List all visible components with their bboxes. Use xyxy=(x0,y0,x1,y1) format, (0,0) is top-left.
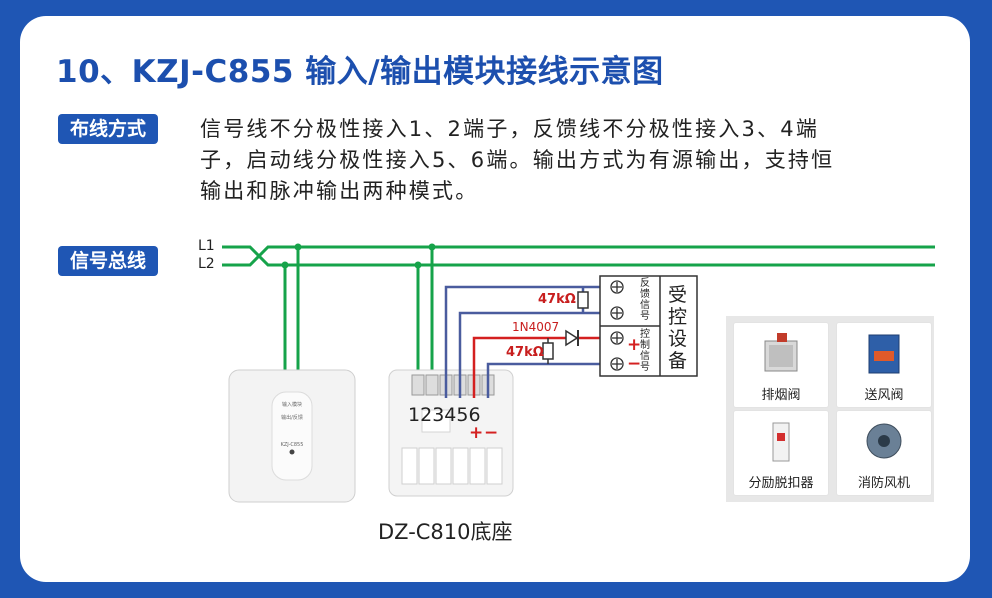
feedback-wire-4 xyxy=(458,311,615,398)
controlled-device-label: 受控设备 xyxy=(668,284,688,372)
smoke-valve-icon xyxy=(764,333,798,372)
io-module-device xyxy=(228,369,356,503)
wiring-description: 信号线不分极性接入1、2端子，反馈线不分极性接入3、4端 子，启动线分极性接入5… xyxy=(200,114,948,207)
air-supply-valve-icon xyxy=(868,334,900,374)
bus-line-l1 xyxy=(222,245,935,267)
base-minus-sign: − xyxy=(484,423,499,443)
equipment-tile-air-supply-valve: 送风阀 xyxy=(836,322,932,408)
module-text-1: 输入模块 xyxy=(281,402,302,408)
base-dz-c810 xyxy=(388,369,514,497)
feedback-signal-label: 反馈信号 xyxy=(640,278,650,322)
control-wire-negative xyxy=(486,362,615,398)
equipment-name: 排烟阀 xyxy=(761,388,801,403)
terminal-6: 6 xyxy=(468,404,481,426)
page-title: 10、KZJ-C855 输入/输出模块接线示意图 xyxy=(56,54,664,90)
description-line-2: 子，启动线分极性接入5、6端。输出方式为有源输出，支持恒 xyxy=(200,148,835,172)
terminal-5: 5 xyxy=(456,404,469,426)
wiring-method-tag: 布线方式 xyxy=(58,114,159,144)
terminal-3: 3 xyxy=(432,404,445,426)
description-line-3: 输出和脉冲输出两种模式。 xyxy=(200,179,479,203)
module-text-2: 输出/反馈 xyxy=(281,415,303,421)
shunt-trip-icon xyxy=(772,422,790,462)
equipment-name: 消防风机 xyxy=(857,476,910,491)
resistor-top xyxy=(577,291,589,309)
feedback-wire-3 xyxy=(444,285,615,398)
terminal-1: 1 xyxy=(408,404,421,426)
bus-junctions xyxy=(281,243,436,269)
equipment-tile-smoke-valve: 排烟阀 xyxy=(733,322,829,408)
signal-bus-tag: 信号总线 xyxy=(58,246,159,276)
equipment-tile-fire-fan: 消防风机 xyxy=(836,410,932,496)
description-line-1: 信号线不分极性接入1、2端子，反馈线不分极性接入3、4端 xyxy=(200,117,820,141)
control-signal-label: 控制信号 xyxy=(640,329,650,373)
device-plus-sign: + xyxy=(627,335,642,355)
device-minus-sign: − xyxy=(627,354,642,374)
equipment-name: 送风阀 xyxy=(864,388,904,403)
fire-fan-icon xyxy=(866,423,902,459)
bus-line-l2 xyxy=(222,245,935,267)
base-terminal-numbers: 123456 xyxy=(408,404,481,426)
module-face-text: 输入模块 输出/反馈 KZJ-C855 xyxy=(274,402,310,449)
resistor-bottom-label: 47kΩ xyxy=(506,345,544,360)
controlled-device-block xyxy=(599,275,698,377)
terminal-2: 2 xyxy=(420,404,433,426)
bus-label-l2: L2 xyxy=(198,256,215,272)
terminal-4: 4 xyxy=(444,404,457,426)
diode-label: 1N4007 xyxy=(512,320,560,334)
bus-label-l1: L1 xyxy=(198,238,215,254)
resistor-bottom xyxy=(542,342,554,360)
equipment-tile-shunt-trip: 分励脱扣器 xyxy=(733,410,829,496)
equipment-name: 分励脱扣器 xyxy=(748,476,814,491)
resistor-top-label: 47kΩ xyxy=(538,292,576,307)
module-text-3: KZJ-C855 xyxy=(280,442,304,448)
base-label: DZ-C810底座 xyxy=(378,520,513,544)
base-plus-sign: + xyxy=(469,423,484,443)
diode-1n4007 xyxy=(565,329,579,347)
